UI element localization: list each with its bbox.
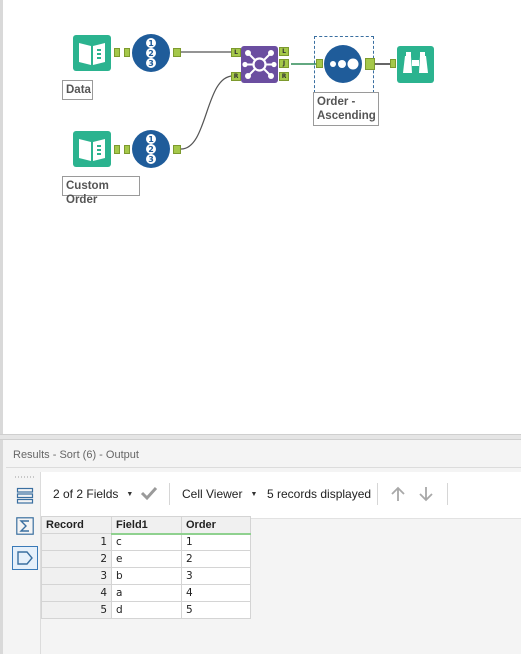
pane-splitter[interactable] [0, 434, 521, 440]
output-anchor[interactable] [114, 145, 120, 154]
apply-checkmark-button[interactable] [140, 485, 158, 501]
order-cell[interactable]: 1 [181, 533, 251, 551]
join-tool[interactable] [241, 46, 278, 83]
input-anchor[interactable] [316, 59, 323, 68]
input-anchor[interactable] [124, 48, 130, 57]
records-count-label: 5 records displayed [267, 487, 372, 501]
input-anchor[interactable] [390, 59, 396, 68]
toolbar-separator [447, 483, 448, 505]
order-cell[interactable]: 5 [181, 601, 251, 619]
browse-tool[interactable] [397, 46, 434, 83]
cell-viewer-dropdown[interactable]: Cell Viewer ▼ [182, 487, 257, 501]
svg-text:3: 3 [148, 155, 154, 164]
table-row[interactable]: 3 b 3 [41, 567, 251, 585]
join-right-output-anchor[interactable]: R [279, 72, 289, 81]
field1-cell[interactable]: a [111, 584, 182, 602]
binoculars-icon [397, 46, 434, 83]
join-left-output-anchor[interactable]: L [279, 47, 289, 56]
results-side-rail [6, 472, 41, 654]
grip-handle[interactable] [14, 476, 36, 478]
connection-lines [180, 51, 395, 150]
toolbar-separator [377, 483, 378, 505]
table-view-button[interactable] [12, 484, 38, 508]
numbered-list-icon: 1 2 3 [132, 34, 170, 72]
field1-cell[interactable]: c [111, 533, 182, 551]
input-anchor[interactable] [124, 145, 130, 154]
book-icon [73, 35, 111, 71]
input-data-tool-data[interactable] [73, 35, 111, 71]
chevron-down-icon: ▼ [126, 490, 134, 498]
results-title: Results - Sort (6) - Output [13, 449, 139, 461]
table-row[interactable]: 2 e 2 [41, 550, 251, 568]
table-view-icon [16, 487, 34, 504]
select-tool-1[interactable]: 1 2 3 [132, 34, 170, 72]
record-cell[interactable]: 4 [41, 584, 112, 602]
fields-dropdown-label: 2 of 2 Fields [53, 487, 119, 501]
numbered-list-icon: 1 2 3 [132, 130, 170, 168]
arrow-down-icon [419, 487, 433, 502]
join-join-output-anchor[interactable]: J [279, 59, 289, 68]
metadata-button[interactable] [12, 546, 38, 570]
select-tool-2[interactable]: 1 2 3 [132, 130, 170, 168]
title-divider [6, 467, 521, 468]
table-row[interactable]: 1 c 1 [41, 533, 251, 551]
svg-text:1: 1 [148, 135, 154, 144]
input-data-tool-custom-order[interactable] [73, 131, 111, 167]
checkmark-icon [140, 486, 158, 501]
record-cell[interactable]: 5 [41, 601, 112, 619]
results-toolbar: 2 of 2 Fields ▼ Cell Viewer ▼ 5 records … [41, 472, 521, 519]
table-row[interactable]: 4 a 4 [41, 584, 251, 602]
record-cell[interactable]: 3 [41, 567, 112, 585]
arrow-up-icon [391, 486, 405, 501]
annotation-sort[interactable]: Order - Ascending [313, 92, 379, 126]
svg-text:2: 2 [148, 49, 154, 58]
join-right-input-anchor[interactable]: R [231, 72, 241, 81]
summary-sigma-icon [16, 517, 34, 535]
field1-cell[interactable]: e [111, 550, 182, 568]
svg-text:1: 1 [148, 39, 154, 48]
chevron-down-icon: ▼ [250, 490, 258, 498]
fields-dropdown[interactable]: 2 of 2 Fields ▼ [53, 487, 133, 501]
column-header-field1[interactable]: Field1 [111, 516, 182, 535]
svg-text:3: 3 [148, 59, 154, 68]
output-anchor[interactable] [173, 145, 181, 154]
summary-button[interactable] [12, 514, 38, 538]
results-table: Record Field1 Order 1 c 1 2 e 2 3 b 3 [41, 516, 251, 619]
output-anchor[interactable] [365, 58, 375, 70]
svg-text:2: 2 [148, 145, 154, 154]
field1-cell[interactable]: d [111, 601, 182, 619]
table-row[interactable]: 5 d 5 [41, 601, 251, 619]
scroll-up-button[interactable] [390, 485, 406, 503]
output-anchor[interactable] [173, 48, 181, 57]
column-header-record[interactable]: Record [41, 516, 112, 534]
results-pane: Results - Sort (6) - Output 2 of 2 Field… [0, 440, 521, 654]
field1-cell[interactable]: b [111, 567, 182, 585]
sort-tool[interactable] [324, 45, 362, 83]
output-anchor[interactable] [114, 48, 120, 57]
record-cell[interactable]: 2 [41, 550, 112, 568]
cell-viewer-label: Cell Viewer [182, 487, 243, 501]
toolbar-separator [169, 483, 170, 505]
workflow-canvas[interactable]: 1 2 3 Data 1 2 3 Custom Order L R [0, 0, 521, 434]
column-header-order[interactable]: Order [181, 516, 251, 535]
records-count: 5 records displayed [267, 487, 371, 501]
book-icon [73, 131, 111, 167]
sort-dots-icon [324, 45, 362, 83]
annotation-custom-order[interactable]: Custom Order [62, 176, 140, 206]
scroll-down-button[interactable] [418, 485, 434, 503]
order-cell[interactable]: 3 [181, 567, 251, 585]
order-cell[interactable]: 2 [181, 550, 251, 568]
order-cell[interactable]: 4 [181, 584, 251, 602]
tag-icon [17, 551, 33, 565]
join-left-input-anchor[interactable]: L [231, 48, 241, 57]
annotation-data[interactable]: Data [62, 80, 93, 100]
record-cell[interactable]: 1 [41, 533, 112, 551]
join-network-icon [241, 46, 278, 83]
